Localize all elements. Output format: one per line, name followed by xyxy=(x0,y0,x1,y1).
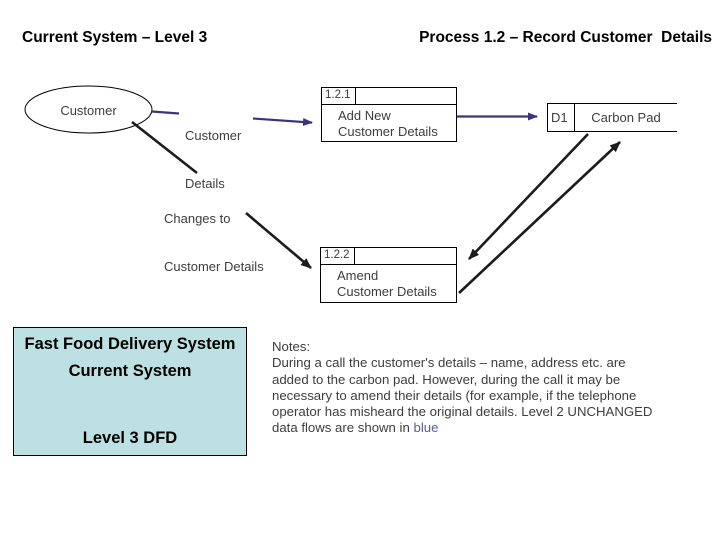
process-add-label-line1: Add New xyxy=(338,108,391,123)
flow-customer-details-arrow xyxy=(252,117,313,126)
flow-datastore-to-amend-arrow xyxy=(468,133,589,260)
notes-line: operator has misheard the original detai… xyxy=(272,404,653,420)
notes-blue-word: blue xyxy=(413,420,439,436)
notes-last-line: data flows are shown in blue xyxy=(272,420,674,436)
flow-changes-arrow xyxy=(245,212,312,269)
slide-title-left: Current System – Level 3 xyxy=(22,29,208,46)
flow-label-customer-details-line1: Customer xyxy=(185,128,242,143)
process-add-label: Add New Customer Details xyxy=(322,105,456,139)
flow-label-changes: Changes to Customer Details xyxy=(164,179,264,291)
datastore-name: Carbon Pad xyxy=(591,110,661,125)
flow-amend-to-datastore-arrow xyxy=(458,141,621,294)
notes-line: During a call the customer's details – n… xyxy=(272,355,626,371)
notes-line: necessary to amend their details (for ex… xyxy=(272,387,637,403)
flow-label-customer-details: Customer Details xyxy=(185,96,241,208)
process-amend-label: Amend Customer Details xyxy=(321,265,456,299)
notes-line: added to the carbon pad. However, during… xyxy=(272,371,621,387)
slide-title-right: Process 1.2 – Record Customer Details xyxy=(419,29,712,46)
notes-block: Notes: During a call the customer's deta… xyxy=(272,339,674,437)
process-add-id: 1.2.1 xyxy=(322,88,356,104)
process-box-add-new-customer-details: 1.2.1 Add New Customer Details xyxy=(321,87,457,142)
customer-entity-ellipse xyxy=(24,85,153,134)
flow-customer-details-segment1 xyxy=(151,110,180,115)
flow-label-customer-details-line2: Details xyxy=(185,176,225,191)
customer-entity-label: Customer xyxy=(60,103,117,118)
notes-last-line-prefix: data flows are shown in xyxy=(272,420,414,436)
legend-subtitle: Current System xyxy=(68,362,192,380)
process-amend-label-line2: Customer Details xyxy=(337,283,437,299)
process-add-header: 1.2.1 xyxy=(322,88,456,105)
process-amend-header: 1.2.2 xyxy=(321,248,456,265)
legend-box: Fast Food Delivery System Current System… xyxy=(13,327,247,456)
datastore-id: D1 xyxy=(548,104,575,131)
flow-changes-segment1 xyxy=(131,120,198,175)
process-add-label-line2: Customer Details xyxy=(338,123,438,139)
process-box-amend-customer-details: 1.2.2 Amend Customer Details xyxy=(320,247,457,303)
notes-heading: Notes: xyxy=(272,339,311,354)
process-amend-label-line1: Amend xyxy=(337,268,379,283)
process-amend-id: 1.2.2 xyxy=(321,248,355,264)
flow-label-changes-line2: Customer Details xyxy=(164,259,264,274)
legend-dfd-level: Level 3 DFD xyxy=(82,429,178,447)
legend-system-name: Fast Food Delivery System xyxy=(24,335,236,353)
datastore-carbon-pad: D1 Carbon Pad xyxy=(547,103,677,132)
flow-label-changes-line1: Changes to xyxy=(164,211,231,226)
